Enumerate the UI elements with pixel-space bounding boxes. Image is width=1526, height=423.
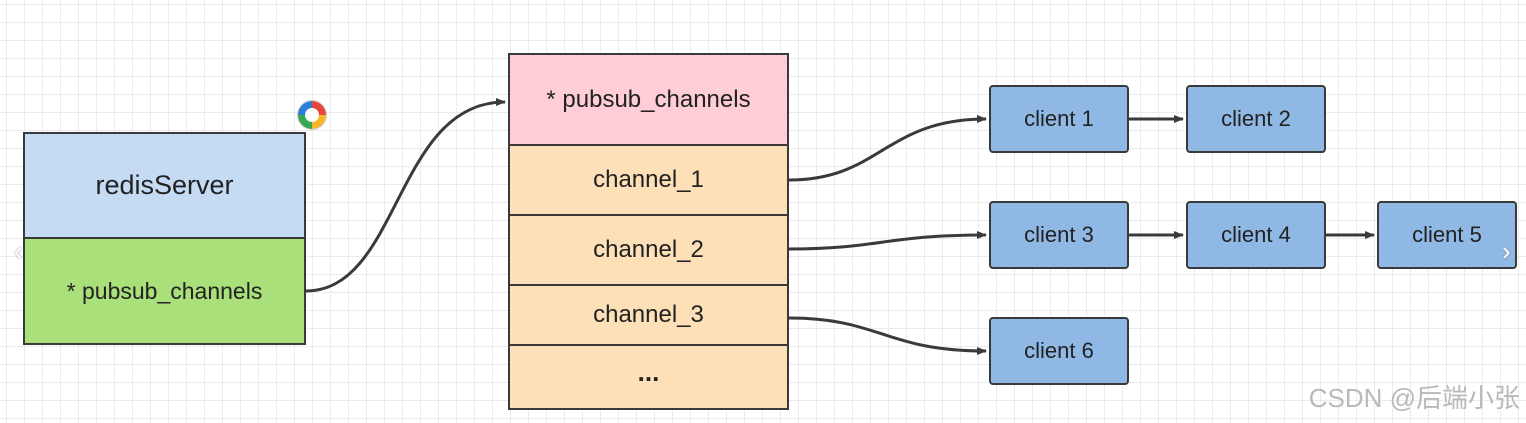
channel-row-label: channel_3 [593, 301, 704, 328]
client-label: client 4 [1221, 222, 1291, 247]
client-node-6: client 6 [989, 317, 1129, 385]
client-node-4: client 4 [1186, 201, 1326, 269]
client-label: client 5 [1412, 222, 1482, 247]
client-label: client 1 [1024, 106, 1094, 131]
client-label: client 6 [1024, 338, 1094, 363]
server-pubsub-label: * pubsub_channels [66, 277, 263, 304]
redis-server-label: redisServer [95, 170, 234, 200]
server-pubsub-field: * pubsub_channels [23, 237, 306, 345]
client-node-1: client 1 [989, 85, 1129, 153]
dict-header: * pubsub_channels [508, 53, 789, 146]
connector-server-to-dict [305, 98, 506, 293]
watermark: CSDN @后端小张 [1308, 383, 1520, 413]
client-node-5: client 5 [1377, 201, 1517, 269]
chevron-left-icon[interactable]: ‹ [14, 236, 23, 266]
connector-channel1-to-client1 [788, 115, 987, 182]
ellipsis-label: ... [637, 356, 660, 387]
channel-row-3: channel_3 [508, 284, 789, 346]
color-badge-icon [298, 101, 326, 129]
client-node-2: client 2 [1186, 85, 1326, 153]
redis-server-box: redisServer [23, 132, 306, 239]
client-label: client 2 [1221, 106, 1291, 131]
client-label: client 3 [1024, 222, 1094, 247]
client-node-3: client 3 [989, 201, 1129, 269]
channel-row-label: channel_1 [593, 166, 704, 193]
connector-channel2-to-client3 [788, 231, 987, 251]
connector-channel3-to-client6 [788, 316, 987, 355]
channel-row-2: channel_2 [508, 214, 789, 286]
channel-row-label: channel_2 [593, 236, 704, 263]
channel-row-ellipsis: ... [508, 344, 789, 410]
channel-row-1: channel_1 [508, 144, 789, 216]
dict-header-label: * pubsub_channels [546, 85, 751, 113]
chevron-right-icon[interactable]: › [1502, 236, 1511, 266]
